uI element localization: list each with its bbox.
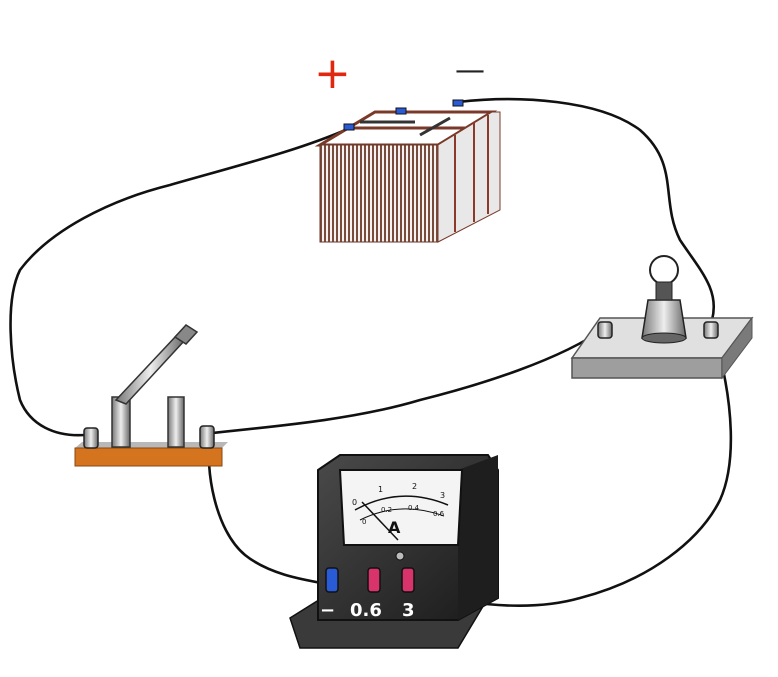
battery-terminal-positive <box>343 123 355 131</box>
battery-plus-label: + <box>314 48 351 99</box>
switch-terminal-right <box>199 425 215 449</box>
ammeter-zero-screw <box>395 551 405 561</box>
wire-battery-to-bulb <box>456 97 715 322</box>
ammeter-scale-top-2: 2 <box>412 482 417 491</box>
ammeter-terminal-label-3: 3 <box>402 600 415 621</box>
ammeter-terminal-0-6 <box>367 567 381 593</box>
ammeter-scale-top-0: 0 <box>352 498 357 507</box>
wire-bulb-to-switch <box>210 326 607 435</box>
ammeter-face <box>338 469 464 546</box>
lamp-terminal-left <box>597 321 613 339</box>
knife-switch <box>74 324 228 467</box>
battery: + — <box>314 48 501 243</box>
lamp-socket <box>641 299 687 339</box>
switch-handle <box>173 324 199 345</box>
battery-cell-front <box>319 144 439 243</box>
battery-terminal-negative <box>452 99 464 107</box>
wire-battery-to-switch <box>9 126 352 437</box>
ammeter-terminal-3 <box>401 567 415 593</box>
ammeter-scale-bottom-2: 0.4 <box>408 504 420 512</box>
switch-blade <box>114 334 187 405</box>
switch-contact-post <box>167 396 185 448</box>
ammeter-terminal-label-0-6: 0.6 <box>350 600 382 621</box>
ammeter-unit-label: A <box>388 518 401 537</box>
ammeter-needle <box>361 501 399 541</box>
ammeter-terminal-label-negative: − <box>320 600 335 621</box>
lamp-terminal-right <box>703 321 719 339</box>
battery-cell-side <box>437 111 501 243</box>
wires <box>9 97 733 607</box>
switch-base <box>74 447 223 467</box>
switch-terminal-left <box>83 427 99 449</box>
ammeter-scale-bottom-3: 0.6 <box>433 510 445 518</box>
switch-hinge-post <box>111 396 131 448</box>
ammeter-terminal-negative <box>325 567 339 593</box>
ammeter-scale-bottom-1: 0.2 <box>381 506 392 514</box>
wire-switch-to-ammeter <box>207 433 335 587</box>
ammeter-scale-bottom-0: 0 <box>362 518 366 526</box>
ammeter-scale-top-1: 1 <box>378 485 383 494</box>
ammeter: 0 1 2 3 0 0.2 0.4 0.6 A − 0.6 3 <box>289 454 499 649</box>
lamp-board-front <box>571 357 723 379</box>
ammeter-scale-top-3: 3 <box>440 491 445 500</box>
battery-minus-label: — <box>455 53 485 88</box>
lamp-bulb <box>649 255 679 285</box>
lamp-holder <box>570 255 754 380</box>
